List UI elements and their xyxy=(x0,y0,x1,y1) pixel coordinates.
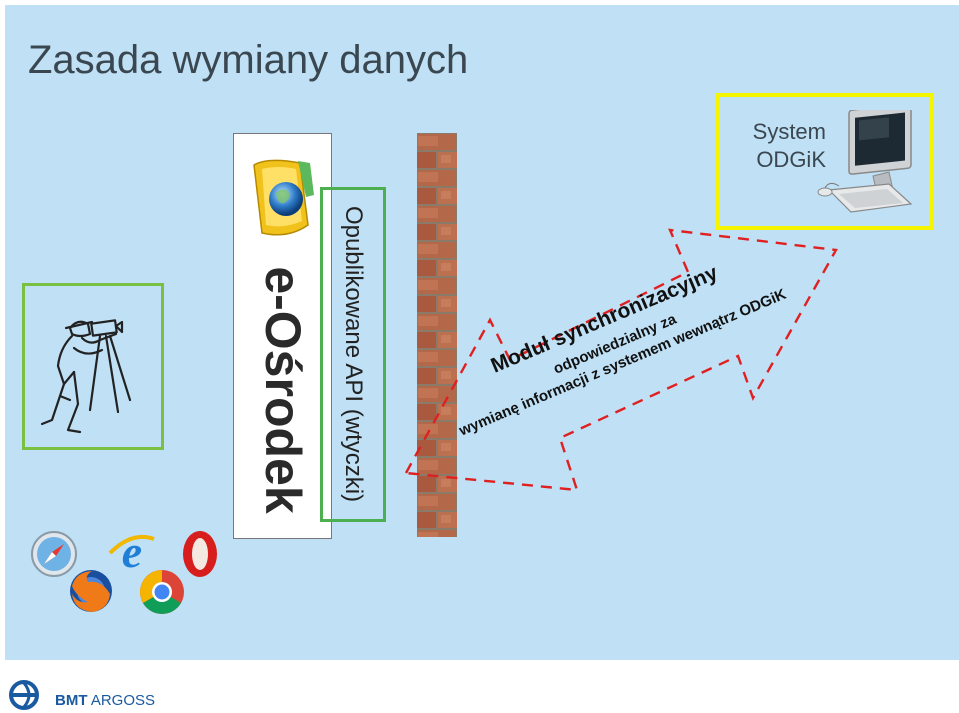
surveyor-box xyxy=(22,283,164,450)
footer-brand: BMT ARGOSS xyxy=(55,692,155,709)
bmt-logo-icon xyxy=(9,680,39,710)
svg-text:e: e xyxy=(122,527,142,573)
folder-globe-icon xyxy=(253,159,314,236)
page-title: Zasada wymiany danych xyxy=(28,38,469,82)
api-box xyxy=(320,187,386,522)
footer-brand-bold: BMT xyxy=(55,692,88,709)
brick-wall xyxy=(417,133,457,537)
opera-icon xyxy=(183,531,217,577)
chrome-icon xyxy=(140,570,184,614)
odgik-label-line1: System xyxy=(752,119,826,144)
computer-icon xyxy=(817,110,913,213)
odgik-box xyxy=(715,93,933,230)
firefox-icon xyxy=(70,570,112,612)
surveyor-icon xyxy=(40,319,132,434)
footer-brand-rest: ARGOSS xyxy=(87,692,156,709)
safari-icon xyxy=(31,531,77,577)
ie-icon: e xyxy=(108,527,155,573)
odgik-label: System ODGiK xyxy=(722,118,826,174)
odgik-label-line2: ODGiK xyxy=(756,147,826,172)
